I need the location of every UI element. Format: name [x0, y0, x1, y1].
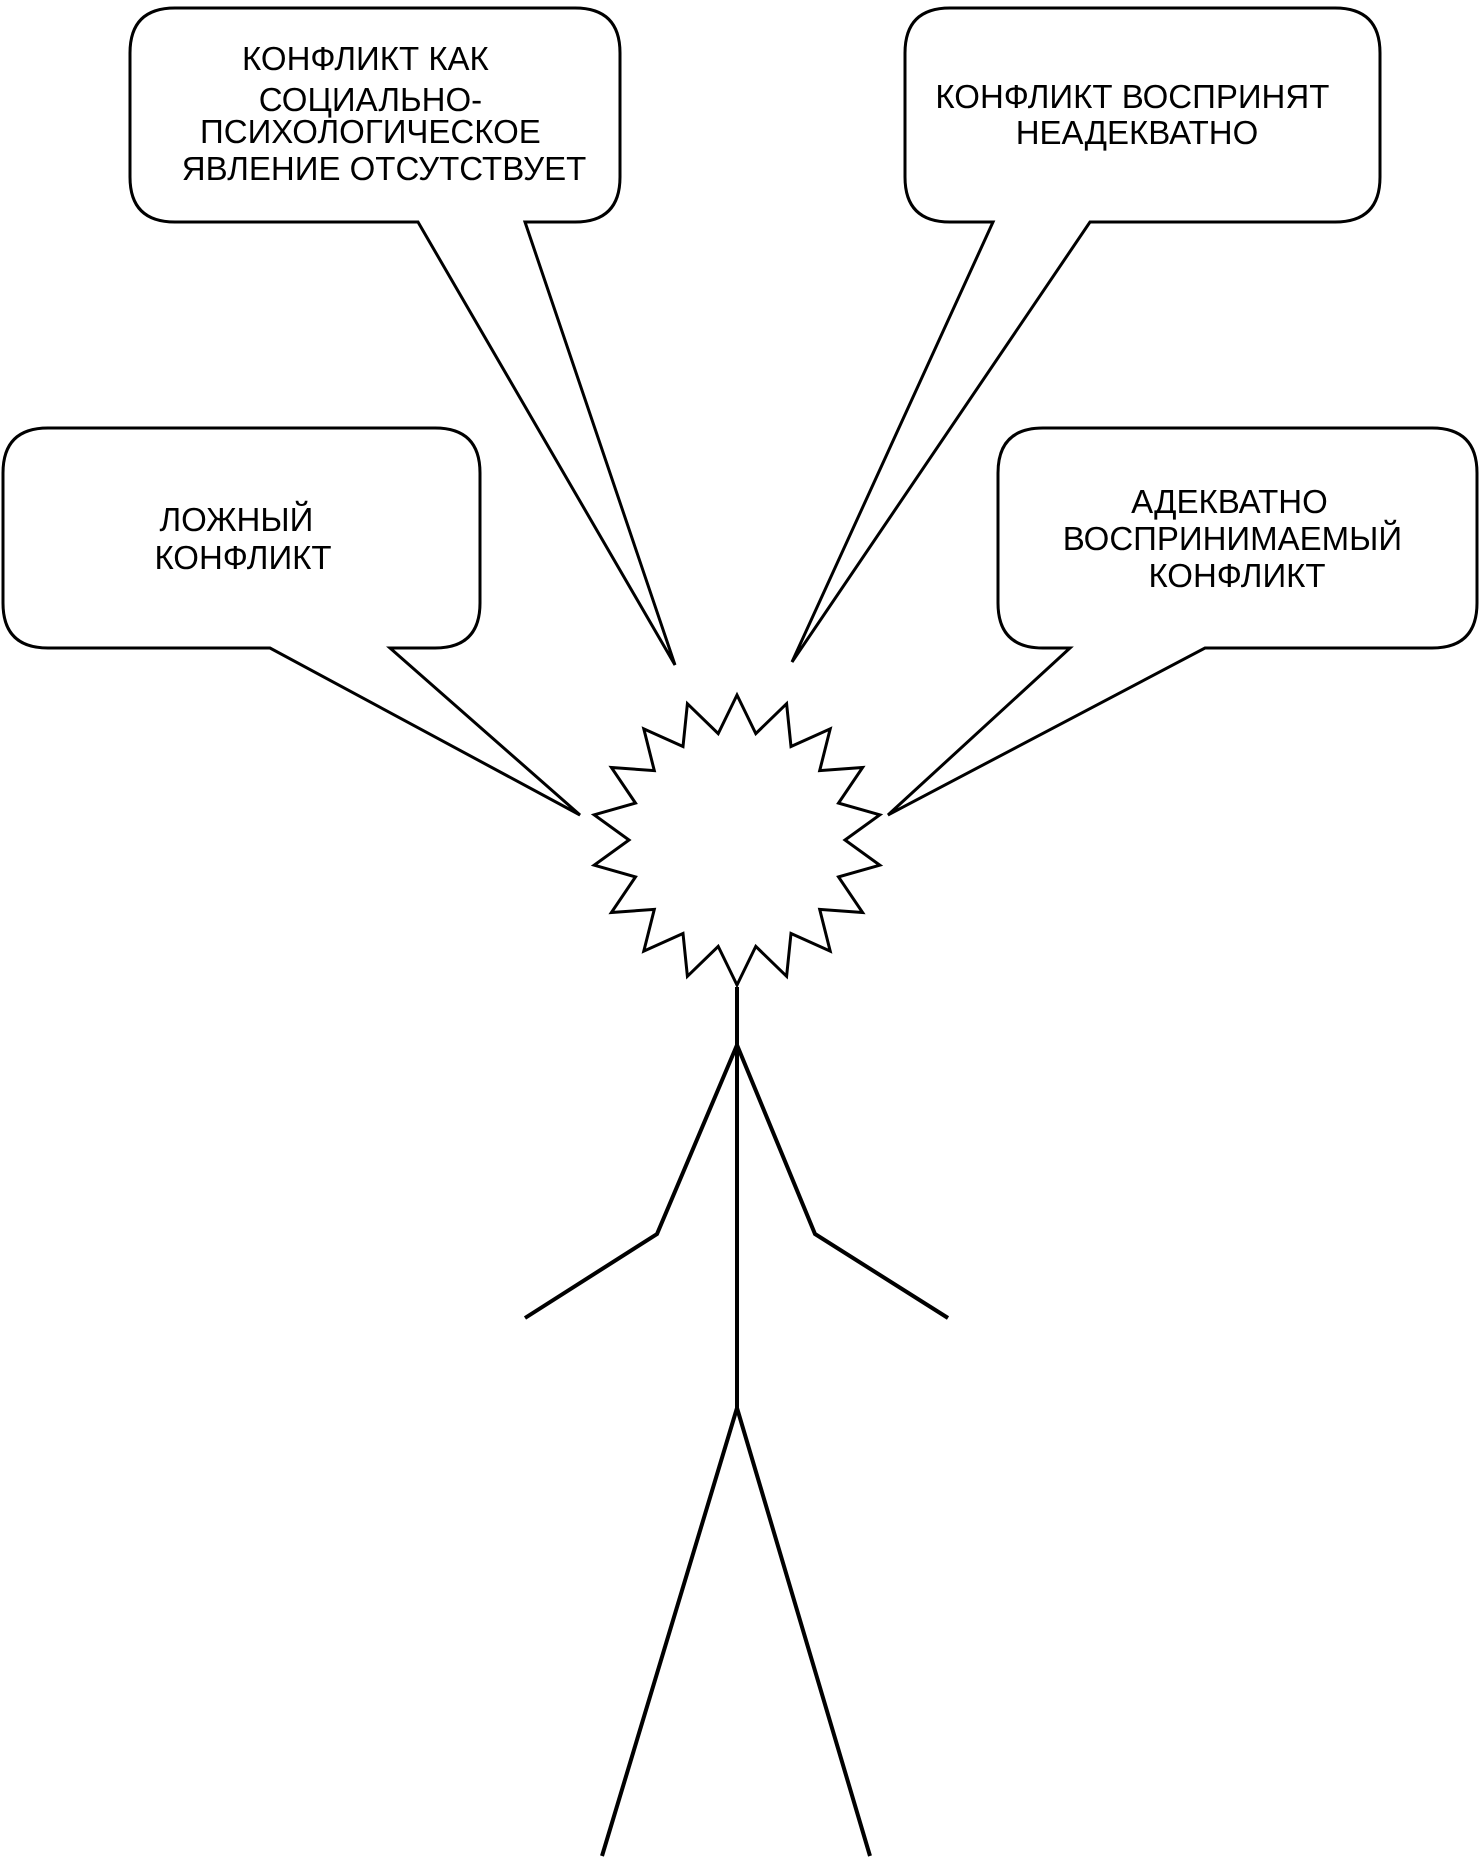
bubble-top-right-outline: [790, 6, 1382, 663]
bubble-top-right-line-1: КОНФЛИКТ ВОСПРИНЯТ: [935, 78, 1329, 115]
bubble-top-right-text: КОНФЛИКТ ВОСПРИНЯТ НЕАДЕКВАТНО: [935, 78, 1338, 151]
bubble-top-left-line-3: ПСИХОЛОГИЧЕСКОЕ: [200, 113, 541, 150]
bubble-top-left-text: КОНФЛИКТ КАК СОЦИАЛЬНО- ПСИХОЛОГИЧЕСКОЕ …: [182, 40, 587, 187]
bubble-right: АДЕКВАТНО ВОСПРИНИМАЕМЫЙ КОНФЛИКТ: [886, 426, 1479, 817]
bubble-right-line-3: КОНФЛИКТ: [1148, 557, 1325, 594]
bubble-top-right-line-2: НЕАДЕКВАТНО: [1016, 114, 1259, 151]
bubble-right-line-1: АДЕКВАТНО: [1131, 483, 1328, 520]
figure-right-leg: [735, 1407, 872, 1857]
starburst-icon: [590, 691, 884, 989]
bubble-left-line-2: КОНФЛИКТ: [154, 539, 331, 576]
figure-right-arm: [735, 1044, 950, 1320]
bubble-right-outline: [886, 426, 1479, 817]
bubble-top-left: КОНФЛИКТ КАК СОЦИАЛЬНО- ПСИХОЛОГИЧЕСКОЕ …: [128, 6, 677, 666]
bubble-left-line-1: ЛОЖНЫЙ: [159, 501, 313, 538]
bubble-top-left-line-4: ЯВЛЕНИЕ ОТСУТСТВУЕТ: [182, 150, 587, 187]
figure-left-leg: [600, 1407, 739, 1857]
bubble-right-line-2: ВОСПРИНИМАЕМЫЙ: [1063, 520, 1402, 557]
bubble-right-text: АДЕКВАТНО ВОСПРИНИМАЕМЫЙ КОНФЛИКТ: [1063, 483, 1412, 594]
bubble-top-left-line-2: СОЦИАЛЬНО-: [259, 81, 482, 118]
bubble-top-left-line-1: КОНФЛИКТ КАК: [242, 40, 490, 77]
bubble-left: ЛОЖНЫЙ КОНФЛИКТ: [1, 426, 581, 817]
bubble-top-right: КОНФЛИКТ ВОСПРИНЯТ НЕАДЕКВАТНО: [790, 6, 1382, 663]
figure-left-arm: [523, 1044, 739, 1320]
bubble-left-outline: [1, 426, 581, 817]
stick-figure: [523, 987, 950, 1857]
bubble-top-left-outline: [128, 6, 677, 666]
bubble-left-text: ЛОЖНЫЙ КОНФЛИКТ: [154, 501, 331, 576]
